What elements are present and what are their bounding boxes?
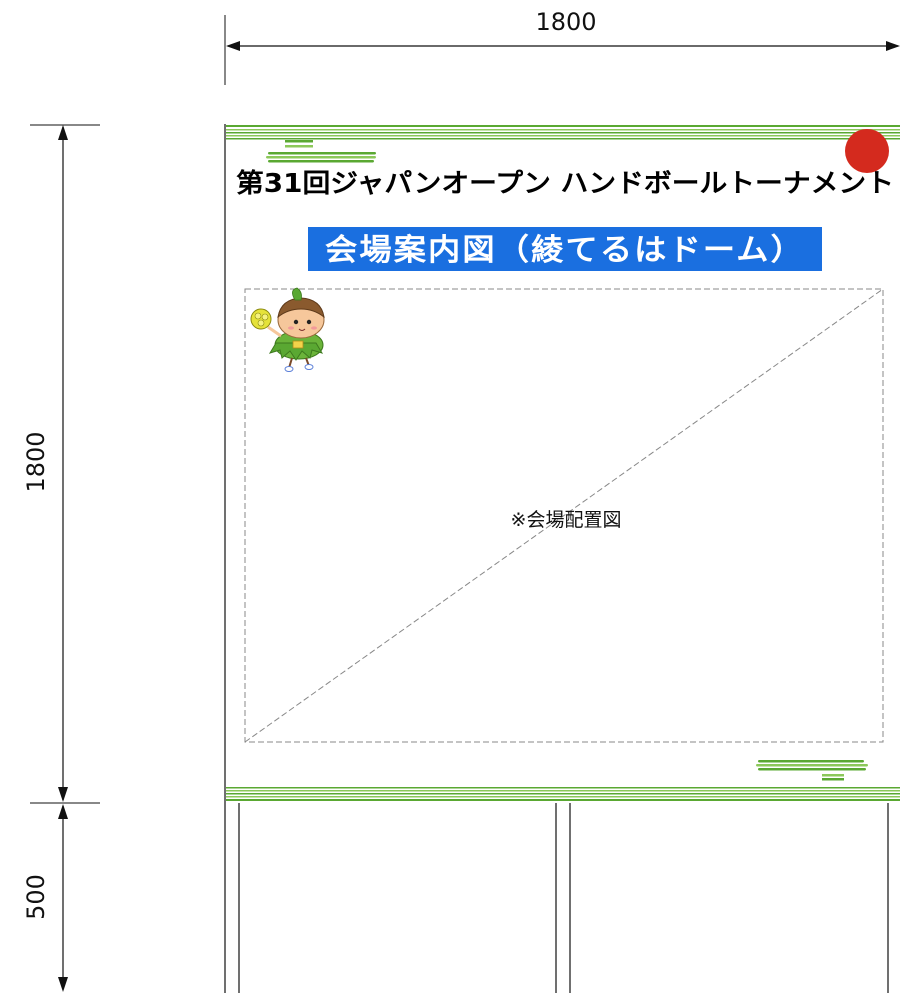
cloud-ornament-bottom <box>756 760 868 781</box>
red-dot-icon <box>845 129 889 173</box>
top-stripe-band <box>226 125 900 140</box>
panel-height-label: 1800 <box>22 431 50 492</box>
banner-background <box>308 227 822 271</box>
board-title: 第31回ジャパンオープン ハンドボールトーナメント <box>236 168 894 199</box>
panel-height-dimension: 1800 <box>22 124 100 804</box>
arrow-down-icon <box>58 787 68 802</box>
leg-height-dimension: 500 <box>22 804 68 992</box>
width-label: 1800 <box>535 8 596 36</box>
sign-panel: 第31回ジャパンオープン ハンドボールトーナメント 会場案内図（綾てるはドーム）… <box>224 124 900 993</box>
support-legs <box>238 803 889 993</box>
placeholder-frame <box>244 288 884 743</box>
arrow-right-icon <box>886 41 900 51</box>
placeholder-diagonal <box>244 288 884 743</box>
mascot-icon <box>250 287 325 372</box>
bottom-stripe-band <box>226 787 900 801</box>
leg-height-label: 500 <box>22 874 50 920</box>
venue-banner: 会場案内図（綾てるはドーム） <box>308 227 822 271</box>
arrow-up-icon <box>58 125 68 140</box>
banner-text: 会場案内図（綾てるはドーム） <box>325 233 805 268</box>
arrow-up-icon <box>58 804 68 819</box>
arrow-left-icon <box>226 41 240 51</box>
placeholder-label: ※会場配置図 <box>511 509 622 531</box>
cloud-ornament-top <box>266 140 376 163</box>
width-dimension: 1800 <box>224 8 900 85</box>
venue-map-placeholder: ※会場配置図 <box>244 288 884 743</box>
arrow-down-icon <box>58 977 68 992</box>
